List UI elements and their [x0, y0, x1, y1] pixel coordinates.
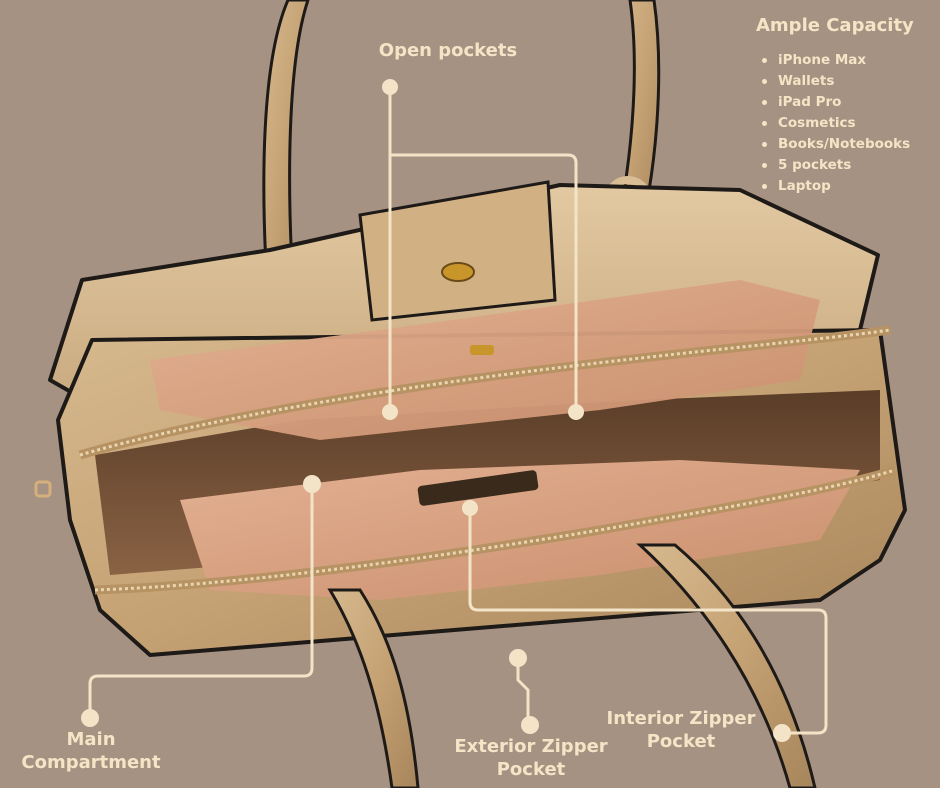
callout-leaders: [88, 86, 828, 735]
exterior-zipper-pocket-label: Exterior Zipper Pocket: [454, 736, 608, 780]
turn-lock-clasp: [441, 262, 475, 282]
capacity-list-item: iPad Pro: [762, 92, 910, 113]
main-compartment-label: Main Compartment: [21, 729, 161, 773]
capacity-list: iPhone Max Wallets iPad Pro Cosmetics Bo…: [762, 50, 910, 197]
leader-open-pockets-right: [388, 153, 578, 414]
capacity-list-item: Laptop: [762, 176, 910, 197]
callout-dots: [81, 79, 791, 742]
handbag-strap-front-left: [327, 588, 420, 788]
interior-zipper-pocket-label: Interior Zipper Pocket: [606, 708, 756, 752]
leader-interior-zipper: [468, 506, 828, 735]
capacity-list-item: Books/Notebooks: [762, 134, 910, 155]
handbag-strap-front-right: [636, 543, 817, 788]
capacity-title: Ample Capacity: [756, 15, 914, 36]
capacity-list-item: 5 pockets: [762, 155, 910, 176]
zipper-pull-tab: [417, 470, 539, 506]
open-pocket-flap: [358, 180, 557, 322]
capacity-list-item: Wallets: [762, 71, 910, 92]
leader-exterior-zipper: [516, 656, 530, 727]
open-pockets-label: Open pockets: [378, 40, 518, 61]
handbag-strap-back-left: [262, 0, 310, 302]
leader-main-compartment: [88, 482, 314, 720]
side-hardware: [34, 480, 52, 498]
capacity-list-item: iPhone Max: [762, 50, 910, 71]
capacity-list-item: Cosmetics: [762, 113, 910, 134]
